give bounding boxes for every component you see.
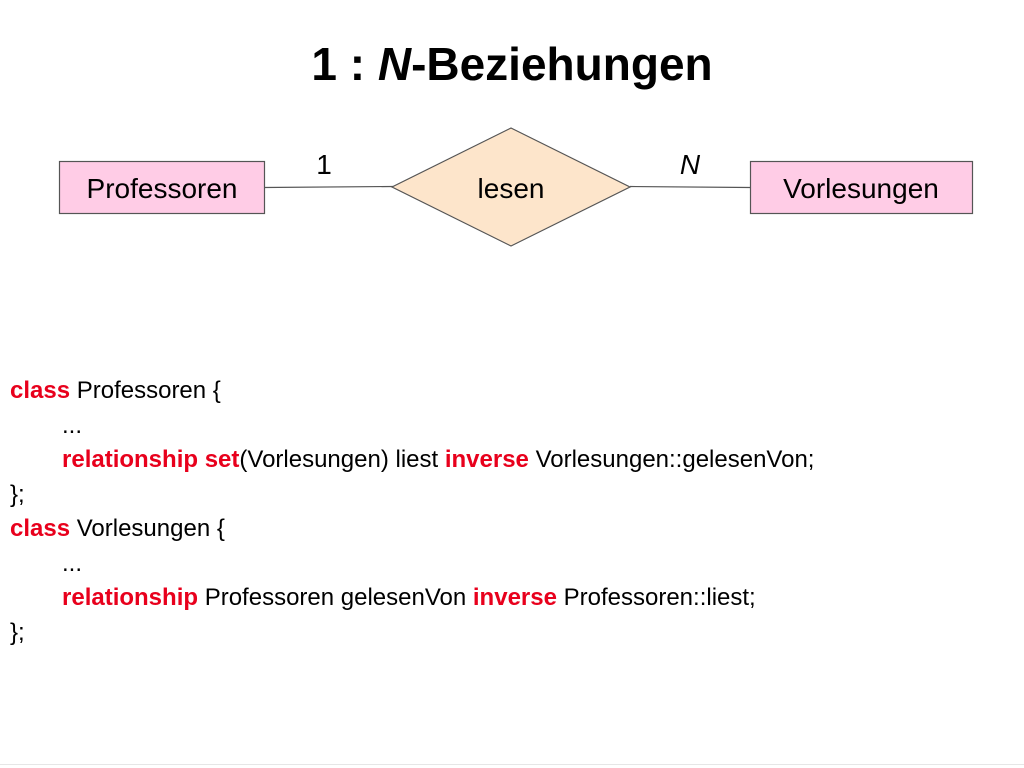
code-text: (Vorlesungen) liest xyxy=(239,446,445,473)
connector-right xyxy=(629,185,751,189)
code-line-8: }; xyxy=(10,616,1010,651)
code-line-4: }; xyxy=(10,478,1010,513)
keyword-relationship: relationship xyxy=(62,446,199,473)
code-block: class Professoren { ... relationship set… xyxy=(10,374,1010,650)
code-text: Vorlesungen { xyxy=(70,515,225,542)
code-text: }; xyxy=(10,618,25,646)
relationship-lesen xyxy=(390,127,632,247)
entity-vorlesungen xyxy=(749,160,974,215)
entity-vorlesungen-label: Vorlesungen xyxy=(783,173,939,204)
code-line-2: ... xyxy=(10,409,1010,444)
code-line-3: relationship set(Vorlesungen) liest inve… xyxy=(10,443,1010,478)
connector-left xyxy=(263,185,394,189)
entity-professoren-label: Professoren xyxy=(87,173,238,204)
code-line-7: relationship Professoren gelesenVon inve… xyxy=(10,581,1010,616)
code-text: ... xyxy=(62,411,83,439)
cardinality-right: N xyxy=(680,149,701,180)
keyword-class: class xyxy=(10,515,71,542)
keyword-relationship: relationship xyxy=(62,584,199,611)
entity-professoren xyxy=(58,160,266,215)
code-line-6: ... xyxy=(10,547,1010,582)
title-prefix: 1 : xyxy=(311,38,378,90)
code-text: Professoren::liest; xyxy=(556,584,756,611)
code-text: }; xyxy=(10,480,25,508)
cardinality-left: 1 xyxy=(316,149,332,180)
code-text: Professoren { xyxy=(70,377,221,404)
keyword-inverse: inverse xyxy=(472,584,557,611)
slide-title: 1 : N-Beziehungen xyxy=(0,36,1024,92)
title-suffix: -Beziehungen xyxy=(411,38,713,90)
code-text: ... xyxy=(62,549,83,577)
code-line-5: class Vorlesungen { xyxy=(10,512,1010,547)
code-line-1: class Professoren { xyxy=(10,374,1010,409)
keyword-inverse: inverse xyxy=(444,446,529,473)
title-n: N xyxy=(377,38,412,90)
keyword-space xyxy=(198,446,205,473)
relationship-lesen-label: lesen xyxy=(478,173,545,204)
keyword-class: class xyxy=(10,377,71,404)
keyword-set: set xyxy=(204,446,240,473)
er-diagram: Professoren lesen Vorlesungen 1 N xyxy=(58,127,974,247)
code-text: Vorlesungen::gelesenVon; xyxy=(528,446,815,473)
bottom-divider xyxy=(0,764,1024,765)
code-text: Professoren gelesenVon xyxy=(198,584,473,611)
